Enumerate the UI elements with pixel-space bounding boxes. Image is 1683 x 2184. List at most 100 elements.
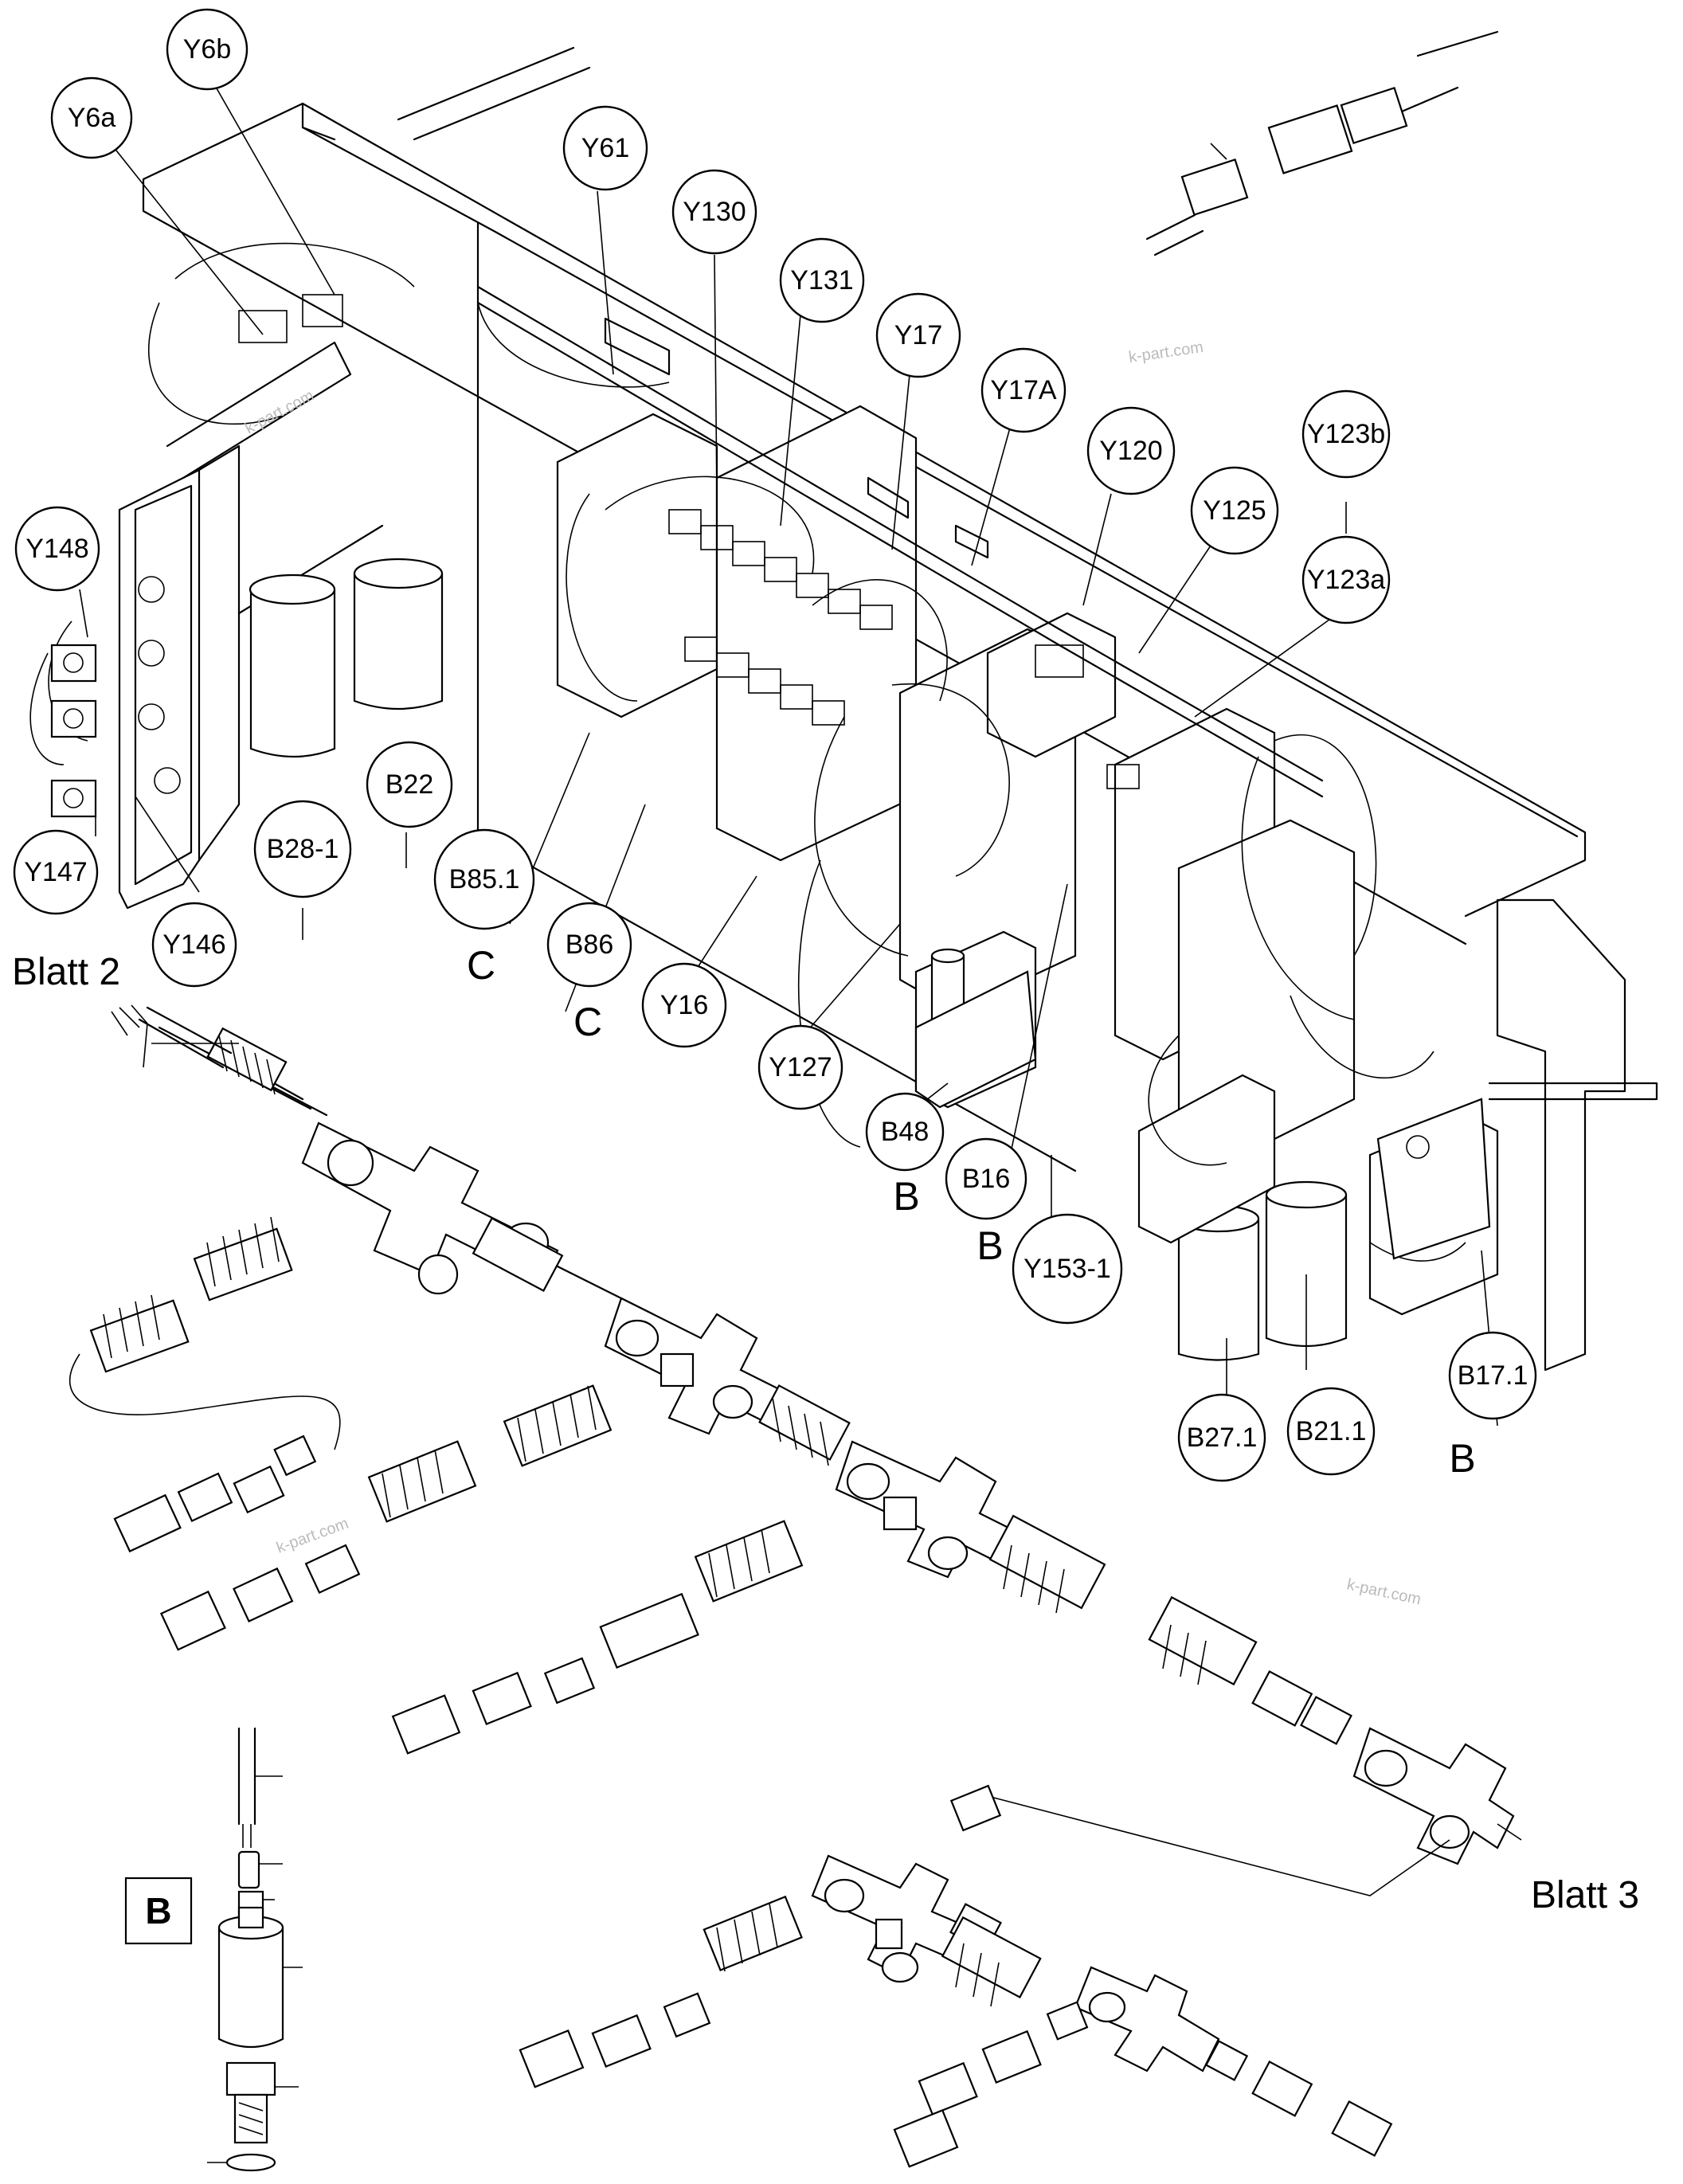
- watermark-2: k-part.com: [242, 387, 317, 438]
- filter-housings: [249, 558, 1348, 1361]
- callout-label: Y131: [790, 265, 853, 296]
- callout-circle: [1012, 1213, 1123, 1325]
- callout-circle: [1086, 406, 1176, 495]
- callout-circle: [945, 1137, 1027, 1220]
- callout-y120: Y120: [1086, 406, 1176, 495]
- letter-b-2: B: [977, 1223, 1003, 1268]
- valve-blocks: [238, 294, 1499, 1316]
- callout-y153-1: Y153-1: [1012, 1213, 1123, 1325]
- callout-circle: [980, 347, 1067, 433]
- pipe-fittings-run-1: [69, 1026, 564, 1651]
- callout-circle: [433, 828, 535, 930]
- callout-circle: [1177, 1393, 1266, 1482]
- callout-label: Y123a: [1307, 565, 1385, 595]
- callout-circle: [546, 902, 632, 988]
- callout-circle: [14, 506, 100, 592]
- callout-label: B21.1: [1296, 1416, 1367, 1446]
- callout-label: B17.1: [1458, 1360, 1528, 1391]
- callout-label: Y125: [1203, 495, 1266, 526]
- callout-y17a: Y17A: [980, 347, 1067, 433]
- plug-connector-detail: [1145, 30, 1499, 256]
- callout-y16: Y16: [641, 962, 727, 1048]
- callout-y61: Y61: [562, 105, 648, 191]
- callout-circle: [671, 169, 757, 255]
- callout-circle: [13, 829, 99, 915]
- callout-b17-1: B17.1: [1448, 1331, 1537, 1420]
- callout-circle: [166, 8, 249, 91]
- callout-label: B28-1: [267, 834, 339, 864]
- callout-y123a: Y123a: [1301, 535, 1391, 624]
- cable-end: [111, 1004, 239, 1069]
- callout-label: Y153-1: [1023, 1254, 1111, 1284]
- callout-label: Y120: [1099, 436, 1162, 466]
- callout-circle: [1190, 466, 1279, 555]
- callout-label: Y61: [581, 133, 630, 163]
- callout-label: Y6a: [68, 103, 116, 133]
- callout-y123b: Y123b: [1301, 389, 1391, 479]
- callout-circle: [1286, 1387, 1376, 1476]
- pipe-fittings-run-2: [367, 1265, 1522, 1896]
- callout-label: B27.1: [1187, 1423, 1258, 1453]
- callout-label: Y17A: [990, 375, 1056, 405]
- callout-b85-1: B85.1: [433, 828, 535, 930]
- callout-circle: [562, 105, 648, 191]
- callout-label: Y17: [894, 320, 943, 350]
- letter-b-3: B: [1449, 1436, 1475, 1481]
- wiring-loops: [29, 242, 1466, 1262]
- callout-circle: [757, 1024, 843, 1110]
- callout-label: Y148: [25, 534, 88, 564]
- pipe-fittings-run-3: [519, 1784, 1393, 2168]
- callout-b22: B22: [366, 741, 453, 828]
- letter-c-2: C: [573, 1000, 602, 1044]
- upper-pipe-run: [476, 285, 1324, 798]
- callout-y131: Y131: [779, 237, 865, 323]
- callout-circle: [50, 76, 133, 159]
- callout-b86: B86: [546, 902, 632, 988]
- callout-label: B22: [386, 769, 434, 800]
- callout-label: B85.1: [449, 864, 520, 894]
- callout-circle: [366, 741, 453, 828]
- callout-label: Y6b: [183, 34, 232, 65]
- callout-circle: [1448, 1331, 1537, 1420]
- callout-y127: Y127: [757, 1024, 843, 1110]
- watermark-1: k-part.com: [1128, 339, 1205, 366]
- callout-circle: [151, 902, 237, 988]
- callout-label: B16: [962, 1164, 1011, 1194]
- letter-c-1: C: [467, 943, 495, 988]
- callout-label: B86: [566, 930, 614, 960]
- detail-b-box: [124, 1877, 193, 1945]
- callout-y6b: Y6b: [166, 8, 249, 91]
- detail-b-label: B: [145, 1890, 171, 1932]
- callout-label: Y146: [162, 930, 225, 960]
- callout-b16: B16: [945, 1137, 1027, 1220]
- left-connectors: [50, 576, 181, 818]
- callout-b28-1: B28-1: [253, 800, 352, 898]
- callout-label: Y127: [769, 1052, 832, 1082]
- callout-y130: Y130: [671, 169, 757, 255]
- callout-y146: Y146: [151, 902, 237, 988]
- callout-circle: [1301, 389, 1391, 479]
- callout-b48: B48: [865, 1092, 945, 1172]
- callout-circle: [641, 962, 727, 1048]
- callout-circle: [779, 237, 865, 323]
- watermark-4: k-part.com: [1345, 1575, 1423, 1608]
- callout-circle: [1301, 535, 1391, 624]
- callout-circle: [253, 800, 352, 898]
- callout-circle: [865, 1092, 945, 1172]
- callout-y17: Y17: [875, 292, 961, 378]
- sheet-ref-blatt-2: Blatt 2: [12, 951, 120, 993]
- callout-y147: Y147: [13, 829, 99, 915]
- callout-y125: Y125: [1190, 466, 1279, 555]
- callout-label: Y16: [660, 990, 709, 1020]
- callout-label: Y123b: [1307, 419, 1385, 449]
- callout-label: B48: [881, 1117, 930, 1147]
- callout-label: Y130: [683, 197, 746, 227]
- sensor-post: [914, 948, 1491, 1260]
- letter-b-1: B: [893, 1174, 919, 1219]
- callout-label: Y147: [24, 857, 87, 887]
- callout-y148: Y148: [14, 506, 100, 592]
- callout-circle: [875, 292, 961, 378]
